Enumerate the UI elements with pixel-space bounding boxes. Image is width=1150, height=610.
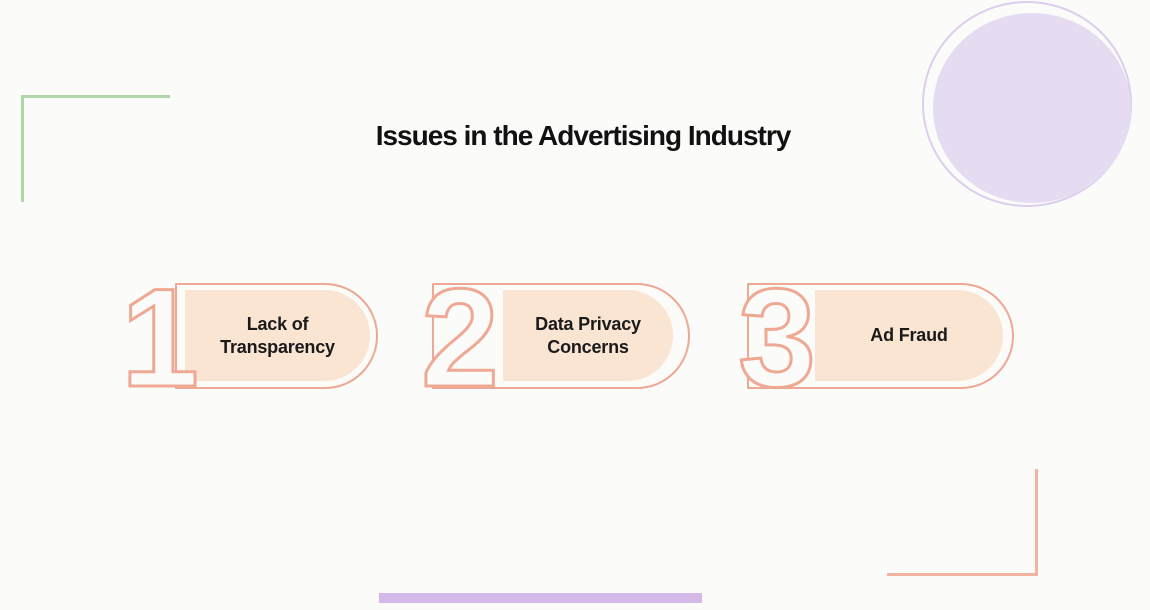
item-number-figure: 1 bbox=[120, 258, 201, 418]
issue-label: Data Privacy Concerns bbox=[503, 290, 673, 381]
capsule-fill bbox=[815, 290, 1003, 381]
capsule-outline bbox=[747, 283, 1014, 389]
green-corner-line bbox=[21, 95, 170, 202]
item-number: 1 bbox=[121, 259, 199, 416]
capsule-outline bbox=[175, 283, 378, 389]
issue-item-2: 2 Data Privacy Concerns bbox=[420, 258, 695, 418]
item-number: 2 bbox=[421, 259, 499, 416]
salmon-corner-line bbox=[887, 469, 1038, 576]
lavender-circle bbox=[933, 13, 1131, 203]
capsule-fill bbox=[185, 290, 370, 381]
item-number-figure: 3 bbox=[737, 258, 818, 418]
issue-item-3: 3 Ad Fraud bbox=[737, 258, 1019, 418]
purple-bottom-bar bbox=[379, 593, 702, 603]
item-number: 3 bbox=[738, 259, 816, 416]
issue-label-line: Data Privacy bbox=[535, 313, 641, 334]
capsule-fill bbox=[503, 290, 673, 381]
issue-label-line: Concerns bbox=[547, 336, 629, 357]
issue-label: Ad Fraud bbox=[815, 290, 1003, 381]
issue-label: Lack of Transparency bbox=[185, 290, 370, 381]
issue-item-1: 1 Lack of Transparency bbox=[120, 258, 383, 418]
issue-label-line: Lack of bbox=[246, 313, 309, 334]
page-title: Issues in the Advertising Industry bbox=[375, 120, 792, 151]
issue-label-line: Transparency bbox=[220, 336, 335, 357]
issue-label-line: Ad Fraud bbox=[870, 325, 948, 345]
item-number-figure: 2 bbox=[420, 258, 501, 418]
lavender-circle-ring bbox=[922, 1, 1132, 207]
capsule-outline bbox=[432, 283, 690, 389]
